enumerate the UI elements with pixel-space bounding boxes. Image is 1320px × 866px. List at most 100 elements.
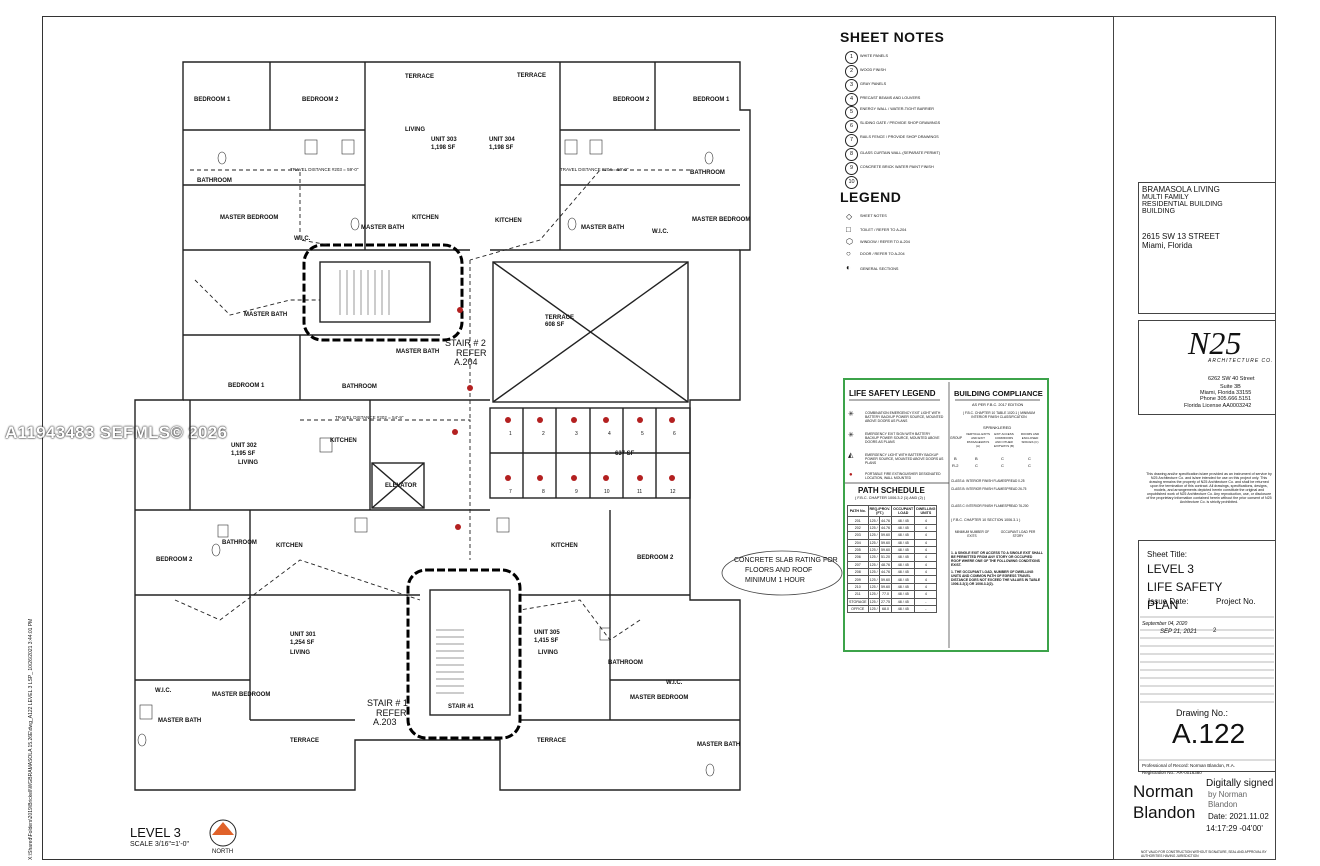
- note-text: ENERGY WALL / WATER-TIGHT BARRIER: [860, 107, 935, 111]
- room-label: UNIT 305: [534, 630, 560, 636]
- legend-title: LEGEND: [840, 189, 902, 205]
- stair1-refer: REFER: [376, 708, 407, 718]
- title-block: [1113, 16, 1276, 860]
- room-label: 1,415 SF: [534, 638, 559, 644]
- room-label: KITCHEN: [495, 218, 522, 224]
- path-schedule-table: PATH No. REQ./PROV. (FT.) OCCUPANT LOAD …: [847, 504, 938, 614]
- storage-number: 9: [575, 489, 578, 495]
- room-label: 1,195 SF: [231, 451, 256, 457]
- square-icon: □: [846, 225, 851, 234]
- project-info-box: [1138, 182, 1276, 314]
- room-label: BEDROOM 1: [194, 97, 231, 103]
- room-label: LIVING: [238, 460, 259, 466]
- digital-signature-line: Digitally signed: [1206, 778, 1274, 789]
- life-safety-item: COMBINATION EMERGENCY EXIT LIGHT WITH BA…: [865, 411, 944, 423]
- room-label: TERRACE: [537, 738, 567, 744]
- compliance-class-note: CLASS A: INTERIOR FINISH FLAMESPREAD 0-2…: [951, 479, 1025, 483]
- firm-address: Miami, Florida 33155: [1200, 390, 1252, 396]
- storage-number: 5: [641, 431, 644, 437]
- sheet-title-label: Sheet Title:: [1147, 550, 1188, 559]
- room-label: BATHROOM: [197, 178, 232, 184]
- issue-date: SEP 21, 2021: [1160, 629, 1197, 635]
- table-cell: C: [1028, 463, 1031, 468]
- compliance-subtitle: AS PER F.B.C. 2017 EDITION: [972, 403, 1024, 407]
- digital-signature-line: Date: 2021.11.02: [1208, 812, 1269, 821]
- table-cell: C: [1001, 463, 1004, 468]
- room-label: 1,198 SF: [431, 145, 456, 151]
- path-schedule-title: PATH SCHEDULE: [858, 486, 925, 495]
- issue-date: September 04, 2020: [1142, 621, 1188, 627]
- room-label: 1,198 SF: [489, 145, 514, 151]
- mls-watermark: A11943483 SEFMLS© 2026: [5, 423, 228, 442]
- note-number: 3: [845, 79, 858, 92]
- note-text: GLASS CURTAIN WALL (SEPARATE PERMIT): [860, 151, 941, 155]
- storage-number: 10: [604, 489, 610, 495]
- note-number: 10: [845, 176, 858, 189]
- room-label: KITCHEN: [551, 543, 578, 549]
- room-label: 1,254 SF: [290, 640, 315, 646]
- room-label: 608 SF: [545, 322, 565, 328]
- room-label: W.I.C.: [666, 680, 683, 686]
- hexagon-icon: ⬡: [846, 237, 853, 246]
- exit-light-icon: ✳: [848, 411, 854, 418]
- project-city: Miami, Florida: [1142, 241, 1193, 250]
- note-text: PRECAST BEAMS AND LOUVERS: [860, 96, 921, 100]
- path-schedule-subtitle: ( F.B.C. CHAPTER 1006.3.2 (1) AND (2) ): [855, 496, 926, 500]
- signature-name: Norman: [1133, 782, 1194, 801]
- digital-signature-line: by Norman: [1208, 790, 1248, 799]
- professional-of-record: Professional of Record: Norman Blandon, …: [1142, 763, 1236, 768]
- sheet-info-box: [1138, 540, 1276, 772]
- revision-triangle: 2: [1213, 628, 1217, 634]
- room-label: BEDROOM 1: [228, 383, 265, 389]
- note-text: WOOD FINISH: [860, 68, 886, 72]
- sheet-title: LEVEL 3: [1147, 562, 1194, 576]
- compliance-note: ( F.B.C. CHAPTER 10 TABLE 1020.1 ) MINIM…: [962, 411, 1036, 419]
- legend-item: TOILET / REFER TO A-204: [860, 228, 907, 232]
- registration-number: Registration No.: AR-0016380: [1142, 770, 1202, 775]
- legend-item: GENERAL SECTIONS: [860, 267, 899, 271]
- table-cell: R-2: [952, 463, 959, 468]
- life-safety-panel: [843, 378, 1049, 652]
- stair2-refer: REFER: [456, 348, 487, 358]
- room-label: MASTER BEDROOM: [692, 217, 751, 223]
- stair1-label: STAIR # 1: [367, 698, 408, 708]
- compliance-class-note: CLASS C: INTERIOR FINISH FLAMESPREAD 76-…: [951, 504, 1029, 508]
- room-label: LIVING: [538, 650, 559, 656]
- note-number: 5: [845, 106, 858, 119]
- section-marker-icon: ◐: [846, 263, 851, 272]
- slab-note-cloud: [721, 550, 843, 596]
- exit-sign-icon: ✳: [848, 432, 854, 439]
- room-label: TERRACE: [290, 738, 320, 744]
- signature-name: Blandon: [1133, 803, 1196, 822]
- table-cell: C: [1001, 456, 1004, 461]
- life-safety-legend-title: LIFE SAFETY LEGEND: [849, 389, 936, 398]
- room-label: MASTER BEDROOM: [212, 692, 271, 698]
- level-title: LEVEL 3: [130, 825, 181, 840]
- egress-title: ( F.B.C. CHAPTER 10 SECTION 1006.3.1 ): [951, 518, 1021, 522]
- room-label: W.I.C.: [652, 229, 669, 235]
- note-number: 9: [845, 162, 858, 175]
- note-number: 2: [845, 65, 858, 78]
- room-label: UNIT 303: [431, 137, 457, 143]
- egress-text: 1. THE OCCUPANT LOAD, NUMBER OF DWELLING…: [951, 570, 1041, 586]
- disclaimer: This drawing and/or specification is/are…: [1146, 472, 1272, 504]
- table-header: ROOMS AND ENCLOSED SPACES (C): [1020, 432, 1040, 444]
- table-header: EXIT ACCESS CORRIDORS AND OTHER EXITWAYS…: [993, 432, 1014, 448]
- life-safety-item: EMERGENCY EXIT SIGN WITH BATTERY BACKUP …: [865, 432, 940, 444]
- project-type: RESIDENTIAL BUILDING: [1142, 201, 1223, 208]
- room-label: KITCHEN: [276, 543, 303, 549]
- stair1-sheet: A.203: [373, 717, 397, 727]
- storage-number: 4: [608, 431, 611, 437]
- stair2-label: STAIR # 2: [445, 338, 486, 348]
- note-text: RAILS FENCE / PROVIDE SHOP DRAWINGS: [860, 135, 939, 139]
- table-cell: B: [954, 456, 957, 461]
- note-text: CONCRETE BRICK WATER PAINT FINISH: [860, 165, 934, 169]
- room-label: W.I.C.: [155, 688, 172, 694]
- issue-date-label: Issue Date:: [1148, 597, 1189, 606]
